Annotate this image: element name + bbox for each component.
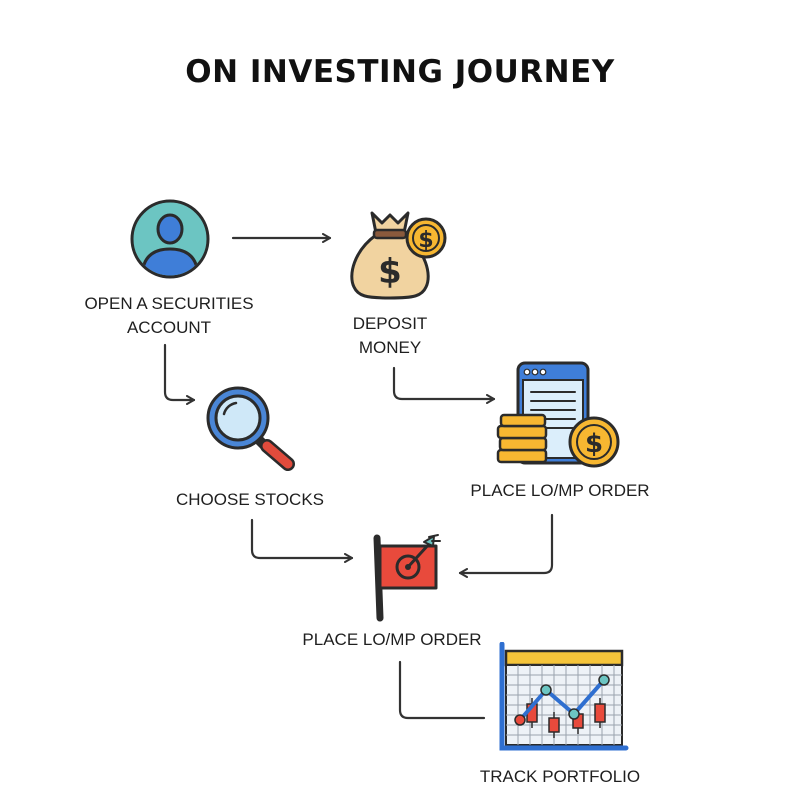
step-label-line: OPEN A SECURITIES [84, 294, 254, 313]
step-label-place-order-flag: PLACE LO/MP ORDER [302, 630, 482, 649]
page-title: ON INVESTING JOURNEY [185, 54, 615, 90]
step-label-choose-stocks: CHOOSE STOCKS [176, 490, 324, 509]
money-bag-icon: $ $ [350, 211, 447, 300]
step-label-place-order-device: PLACE LO/MP ORDER [470, 481, 650, 500]
dollar-sign-glyph: $ [585, 429, 603, 459]
magnifying-glass-icon [206, 386, 295, 471]
step-label-deposit-money: DEPOSIT MONEY [330, 312, 450, 360]
arrow-order-to-flag [458, 513, 554, 578]
order-document-coins-icon: $ [496, 361, 620, 468]
step-label-track-portfolio: TRACK PORTFOLIO [479, 767, 641, 786]
step-label-line: ACCOUNT [126, 318, 212, 337]
dollar-sign-glyph: $ [378, 252, 402, 292]
step-label-open-account: OPEN A SECURITIES ACCOUNT [60, 292, 278, 340]
step-label-line: DEPOSIT [352, 314, 428, 333]
step-label-line: MONEY [358, 338, 422, 357]
portfolio-chart-icon [499, 642, 629, 751]
arrow-account-to-choose [163, 343, 196, 405]
arrow-deposit-to-order [392, 366, 496, 404]
dollar-sign-glyph: $ [418, 228, 433, 253]
line-flag-to-track [398, 660, 486, 720]
user-avatar-icon [130, 199, 210, 279]
arrow-choose-to-flag [250, 518, 354, 563]
target-flag-icon [373, 534, 441, 622]
